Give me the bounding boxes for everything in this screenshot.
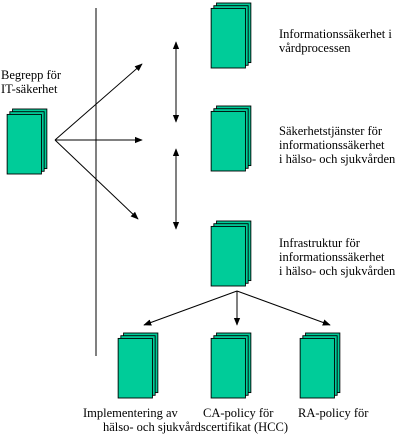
branch-arrow-right (236, 290, 331, 326)
sub-document-stack-3 (299, 332, 341, 399)
document-label-1: Informationssäkerhet i vårdprocessen (279, 27, 392, 55)
arrow-to-doc1 (54, 63, 143, 141)
source-document-stack (6, 108, 48, 175)
document-stack-2 (210, 105, 252, 172)
document-2-line-2: informationssäkerhet (279, 138, 385, 152)
document-stack-3 (210, 220, 252, 287)
document-stack-1 (210, 2, 252, 69)
sub-document-label-3: RA-policy för (298, 406, 369, 420)
source-label-line-2: IT-säkerhet (1, 82, 58, 96)
sub-document-stack-2 (210, 332, 252, 399)
document-1-line-1: Informationssäkerhet i (279, 27, 392, 41)
sub-document-shared-label: hälso- och sjukvårdscertifikat (HCC) (103, 420, 289, 434)
arrow-to-doc3 (54, 139, 139, 220)
document-label-3: Infrastruktur för informationssäkerhet i… (279, 236, 395, 278)
document-3-line-1: Infrastruktur för (279, 236, 360, 250)
document-2-line-3: i hälso- och sjukvården (279, 152, 396, 166)
document-3-line-3: i hälso- och sjukvården (279, 264, 396, 278)
document-1-line-2: vårdprocessen (279, 41, 351, 55)
branch-arrow-left (143, 290, 238, 326)
document-3-line-2: informationssäkerhet (279, 250, 385, 264)
branch-arrows (143, 290, 331, 326)
source-label: Begrepp för IT-säkerhet (1, 68, 61, 96)
fan-arrows (54, 63, 143, 220)
source-label-line-1: Begrepp för (1, 68, 62, 82)
sub-document-stack-1 (117, 332, 159, 399)
document-2-line-1: Säkerhetstjänster för (279, 124, 383, 138)
sub-document-label-1: Implementering av (83, 406, 178, 420)
sub-document-label-2: CA-policy för (203, 406, 274, 420)
document-label-2: Säkerhetstjänster för informationssäkerh… (279, 124, 395, 166)
